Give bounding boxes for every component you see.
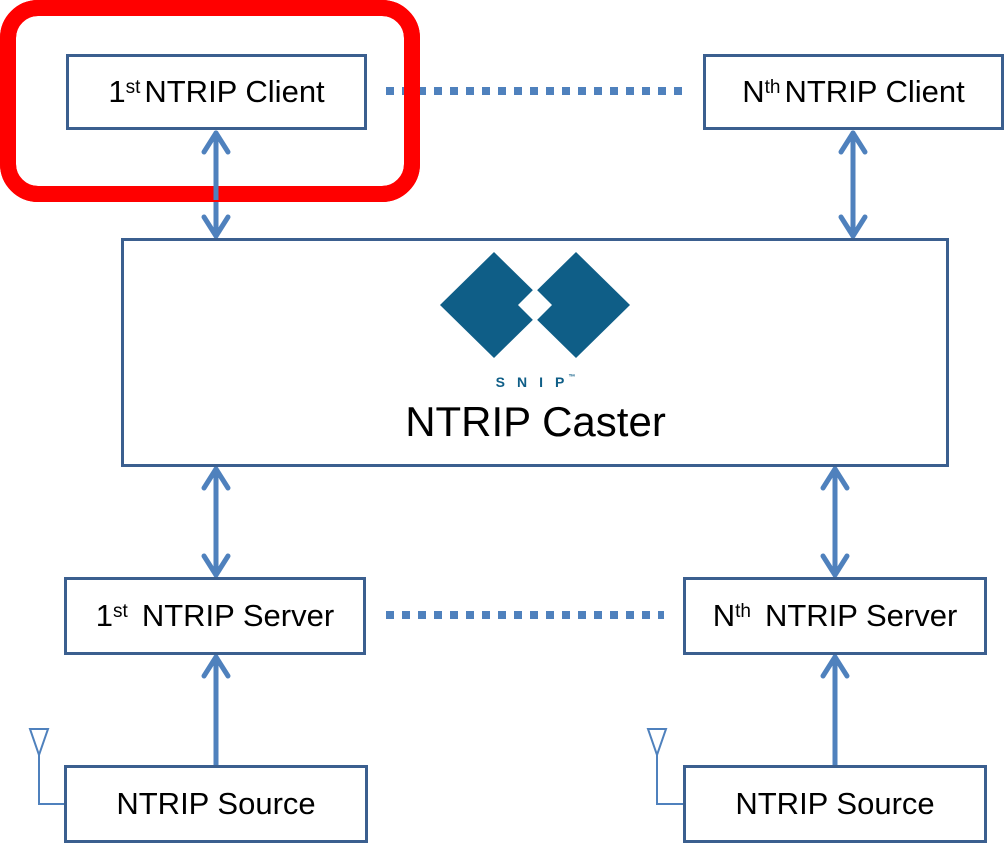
- source-box-first[interactable]: NTRIP Source: [64, 765, 368, 843]
- server-label: NTRIP Server: [764, 598, 958, 633]
- server-ordinal-suffix: st: [113, 601, 128, 622]
- snip-logo-text: SNIP™: [495, 374, 577, 390]
- clientN-caster-arrow: [838, 130, 868, 239]
- client-ordinal: N: [742, 74, 765, 109]
- caster-box[interactable]: [121, 238, 949, 467]
- server-label: NTRIP Server: [141, 598, 335, 633]
- antenna-icon: [28, 728, 66, 805]
- caster-label: NTRIP Caster: [405, 398, 666, 445]
- source-label: NTRIP Source: [735, 786, 935, 821]
- server-ordinal-suffix: th: [735, 601, 751, 622]
- snip-diamond-icon: [440, 252, 630, 358]
- source-box-nth[interactable]: NTRIP Source: [683, 765, 987, 843]
- client-ordinal-suffix: th: [764, 77, 781, 98]
- source1-server1-arrow: [201, 654, 231, 768]
- antenna-icon: [646, 728, 686, 805]
- server-ordinal: 1: [95, 598, 114, 633]
- source-label: NTRIP Source: [116, 786, 316, 821]
- caster-server1-arrow: [201, 466, 231, 578]
- client-label: NTRIP Client: [784, 74, 965, 109]
- caster-serverN-arrow: [820, 466, 850, 578]
- sourceN-serverN-arrow: [820, 654, 850, 768]
- server-ordinal: N: [712, 598, 736, 633]
